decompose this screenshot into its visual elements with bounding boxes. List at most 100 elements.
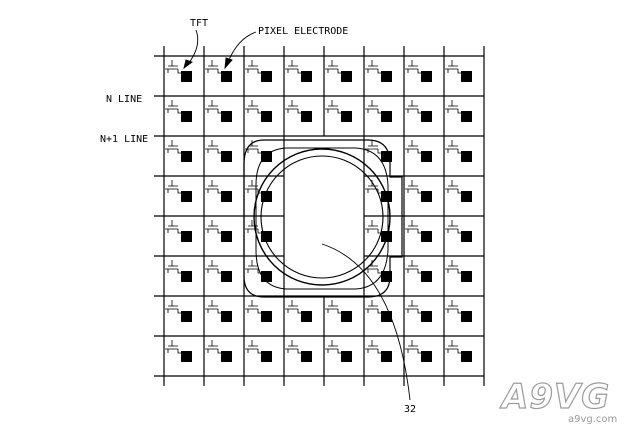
grid-lines [154,46,485,386]
tft-symbol [165,60,181,74]
tft-symbol [365,180,381,194]
tft-symbol [285,300,301,314]
tft-symbol [365,220,381,234]
tft-symbol [445,300,461,314]
pixel-cell [365,220,392,242]
n-line-label: N LINE [106,94,142,105]
pixel-cell [445,100,472,122]
pixel-cell [325,340,352,362]
tft-symbol [405,180,421,194]
pixel-electrode [381,111,392,122]
camera-hole [243,139,403,298]
pixel-electrode [181,271,192,282]
tft-symbol [245,180,261,194]
tft-symbol [365,340,381,354]
pixel-cell [405,60,432,82]
pixel-electrode [341,71,352,82]
pixel-electrode [261,271,272,282]
tft-symbol [245,340,261,354]
pixel-cell [445,60,472,82]
pixel-electrode [181,151,192,162]
pixel-electrode [421,151,432,162]
tft-symbol [445,340,461,354]
tft-symbol [445,220,461,234]
tft-symbol [405,260,421,274]
tft-symbol [365,100,381,114]
tft-symbol [285,340,301,354]
tft-symbol [445,100,461,114]
pixel-cell [405,180,432,202]
pixel-electrode [221,231,232,242]
tft-symbol [165,180,181,194]
pixel-cell [325,100,352,122]
cutout-outer-boundary [243,139,403,298]
leader-lines [183,29,411,401]
pixel-cell [445,220,472,242]
pixel-cell [205,340,232,362]
camera-lens-inner-ring [260,155,384,279]
watermark: A9VG a9vg.com [498,376,617,425]
pixel-electrode [341,311,352,322]
pixel-electrode [421,191,432,202]
tft-symbol [245,60,261,74]
pixel-electrode [461,351,472,362]
pixel-electrode [421,311,432,322]
pixel-electrode [221,151,232,162]
pixel-cell [205,180,232,202]
tft-symbol [205,140,221,154]
pixel-cell [405,140,432,162]
tft-leader-line [187,29,199,65]
pixel-electrode-arrowhead [224,57,233,70]
pixel-electrode [421,111,432,122]
pixel-electrode [341,111,352,122]
pixel-electrode [261,191,272,202]
tft-symbol [205,180,221,194]
tft-symbol [245,220,261,234]
pixel-cell [445,340,472,362]
pixel-cell [165,300,192,322]
pixel-electrode [421,231,432,242]
pixel-cell [405,220,432,242]
pixel-cell [325,300,352,322]
pixel-cell [205,260,232,282]
tft-symbol [285,100,301,114]
pixel-electrode [461,231,472,242]
text-labels: TFT PIXEL ELECTRODE N LINE N+1 LINE 32 [100,18,416,415]
pixel-electrode [381,351,392,362]
pixel-cell [165,220,192,242]
n1-line-label: N+1 LINE [100,134,148,145]
pixel-cell [205,220,232,242]
pixel-electrode [341,351,352,362]
pixel-electrode [181,351,192,362]
tft-symbol [405,300,421,314]
pixel-cells [165,60,472,362]
pixel-cell [325,60,352,82]
watermark-url: a9vg.com [568,414,617,425]
pixel-electrode [421,271,432,282]
tft-symbol [245,260,261,274]
pixel-electrode [461,71,472,82]
tft-symbol [205,60,221,74]
pixel-electrode-leader-line [227,31,257,63]
pixel-cell [165,340,192,362]
pixel-electrode [261,71,272,82]
cutout-inner-boundary [255,147,389,290]
pixel-electrode [461,191,472,202]
camera-lens-outer-ring [253,148,391,286]
ref-32-label: 32 [404,404,416,415]
pixel-cell [245,100,272,122]
pixel-cell [245,300,272,322]
pixel-electrode [301,351,312,362]
pixel-electrode [261,111,272,122]
tft-symbol [445,180,461,194]
pixel-electrode [381,151,392,162]
pixel-cell [405,300,432,322]
pixel-electrode [381,71,392,82]
pixel-cell [365,300,392,322]
pixel-electrode [461,271,472,282]
tft-symbol [325,60,341,74]
tft-symbol [245,300,261,314]
tft-symbol [165,140,181,154]
pixel-electrode [261,311,272,322]
